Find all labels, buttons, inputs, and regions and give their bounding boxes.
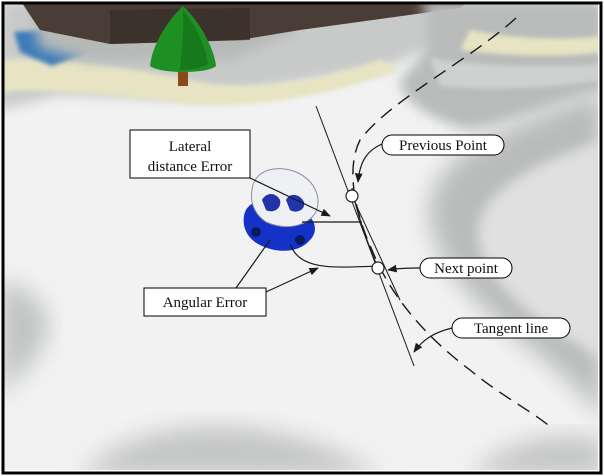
label-angular-error-text: Angular Error — [163, 295, 248, 311]
angular-error-curve — [289, 243, 379, 268]
label-next-point: Next point — [419, 257, 513, 279]
planned-path-dashed — [352, 17, 553, 429]
next-point-marker — [371, 261, 385, 275]
tangent-line — [315, 105, 415, 367]
plaza-cream-edge — [4, 59, 400, 106]
label-previous-point: Previous Point — [381, 134, 505, 156]
vehicle-seat-left — [262, 194, 281, 212]
label-previous-point-text: Previous Point — [399, 138, 488, 154]
previous-point-marker — [345, 189, 359, 203]
vehicle-wheel-rear — [251, 227, 261, 237]
label-previous-point-box — [381, 134, 505, 156]
road-top-right-inner — [430, 58, 598, 89]
label-lateral-error-line2: distance Error — [148, 159, 233, 175]
label-lateral-error-box — [129, 129, 251, 179]
arrow-tangent-line — [413, 327, 453, 353]
path-geometry — [289, 17, 553, 429]
label-next-point-text: Next point — [434, 261, 499, 277]
label-next-point-box — [419, 257, 513, 279]
vehicle-wheel-front — [295, 235, 305, 245]
arrow-angular-error-1 — [235, 239, 271, 289]
tree-foliage-shade — [180, 10, 208, 70]
blur-bottom — [85, 426, 372, 470]
arrow-next-point — [387, 264, 421, 273]
arrow-angular-error-2 — [265, 267, 319, 293]
arrow-previous-point — [354, 143, 383, 183]
label-lateral-error-line1: Lateral — [169, 139, 211, 155]
vehicle-seat-right — [286, 194, 305, 212]
callout-arrows — [235, 143, 453, 353]
label-lateral-error: Lateral distance Error — [129, 129, 251, 179]
label-tangent-line-box — [451, 317, 571, 339]
arrow-lateral-error — [249, 177, 331, 217]
reference-line — [351, 195, 401, 301]
label-angular-error: Angular Error — [143, 287, 267, 317]
label-angular-error-box — [143, 287, 267, 317]
label-tangent-line-text: Tangent line — [474, 321, 549, 337]
road-right-inner — [477, 141, 598, 357]
tree-trunk — [178, 64, 188, 86]
tree — [150, 6, 216, 86]
label-tangent-line: Tangent line — [451, 317, 571, 339]
vehicle — [243, 168, 319, 251]
blur-left — [4, 281, 48, 392]
vehicle-cabin — [251, 168, 319, 228]
blur-bottom-right — [475, 436, 598, 470]
